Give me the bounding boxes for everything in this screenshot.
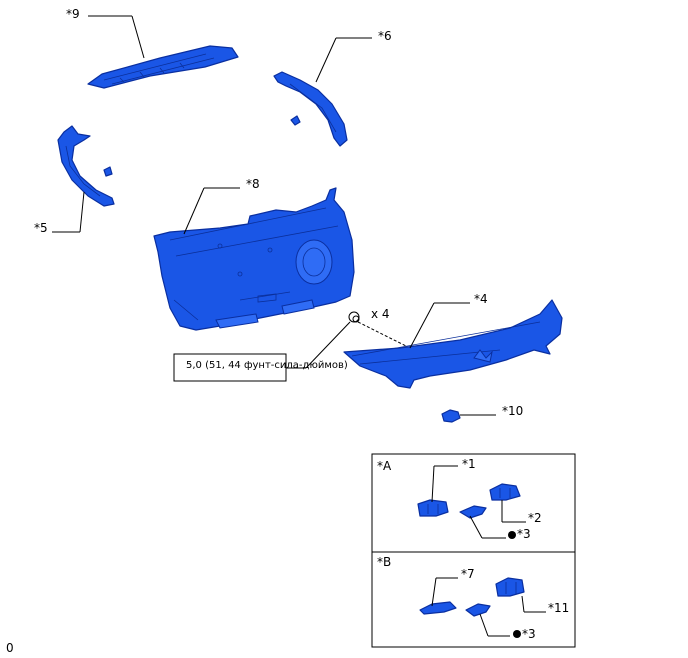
callout-1: *1 bbox=[462, 457, 476, 471]
callout-7: *7 bbox=[461, 567, 475, 581]
callout-11: *11 bbox=[548, 601, 569, 615]
bullet-3b bbox=[513, 630, 521, 638]
callout-8: *8 bbox=[246, 177, 260, 191]
part-2-switch-housing bbox=[489, 483, 521, 501]
corner-code: 0 bbox=[6, 641, 14, 655]
bullet-3a bbox=[508, 531, 516, 539]
callout-4: *4 bbox=[474, 292, 488, 306]
callout-6: *6 bbox=[378, 29, 392, 43]
torque-spec-text: 5,0 (51, 44 фунт-сила-дюймов) bbox=[186, 360, 348, 371]
part-5-left-pillar-trim bbox=[57, 125, 115, 207]
part-1-switch-housing bbox=[417, 499, 449, 517]
part-4-back-door-garnish bbox=[343, 299, 563, 389]
callout-5: *5 bbox=[34, 221, 48, 235]
clip-fastener bbox=[348, 311, 360, 323]
part-3b-bracket bbox=[465, 603, 491, 617]
inset-a-label: *A bbox=[377, 459, 392, 473]
part-9-upper-garnish bbox=[87, 45, 239, 89]
inset-b-label: *B bbox=[377, 555, 391, 569]
part-3a-bracket bbox=[459, 505, 487, 519]
leader-3b bbox=[479, 613, 489, 637]
part-10-small-cover bbox=[441, 409, 461, 423]
callout-3a: *3 bbox=[517, 527, 531, 541]
callout-9: *9 bbox=[66, 7, 80, 21]
part-6-right-pillar-trim bbox=[273, 71, 348, 147]
leader-11 bbox=[521, 595, 525, 613]
callout-10: *10 bbox=[502, 404, 523, 418]
callout-3b: *3 bbox=[522, 627, 536, 641]
callout-2: *2 bbox=[528, 511, 542, 525]
clip-dashed-guide bbox=[357, 321, 411, 349]
clip-quantity: x 4 bbox=[371, 307, 390, 321]
leader-3a bbox=[469, 515, 483, 539]
part-8-back-door-trim-board bbox=[153, 187, 355, 331]
part-11-switch-housing bbox=[495, 577, 525, 597]
part-7-switch-housing bbox=[419, 601, 457, 615]
inset-b-frame bbox=[371, 551, 576, 648]
